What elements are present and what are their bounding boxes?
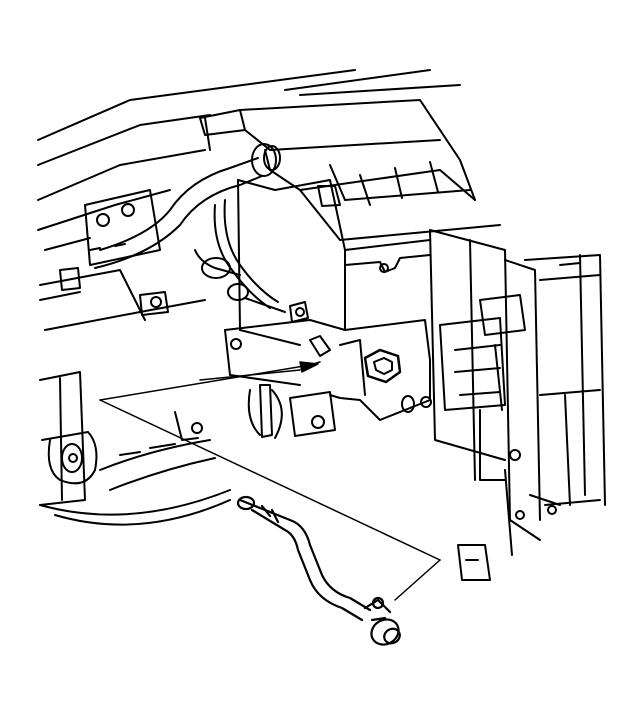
reservoir-housing	[238, 180, 430, 345]
alignment-lines	[100, 362, 440, 600]
radiator-core	[525, 255, 605, 514]
mounting-bracket	[225, 320, 431, 420]
hex-nut-icon	[365, 350, 400, 382]
lower-frame	[40, 372, 230, 525]
upper-radiator-support	[200, 100, 500, 240]
frame-rail	[38, 70, 460, 250]
lower-bracket	[175, 385, 335, 440]
hose-lines	[195, 200, 308, 322]
tube-assembly	[238, 497, 403, 649]
left-inner-panel	[40, 190, 205, 330]
upper-tube	[95, 144, 280, 268]
right-radiator-support	[430, 230, 540, 580]
